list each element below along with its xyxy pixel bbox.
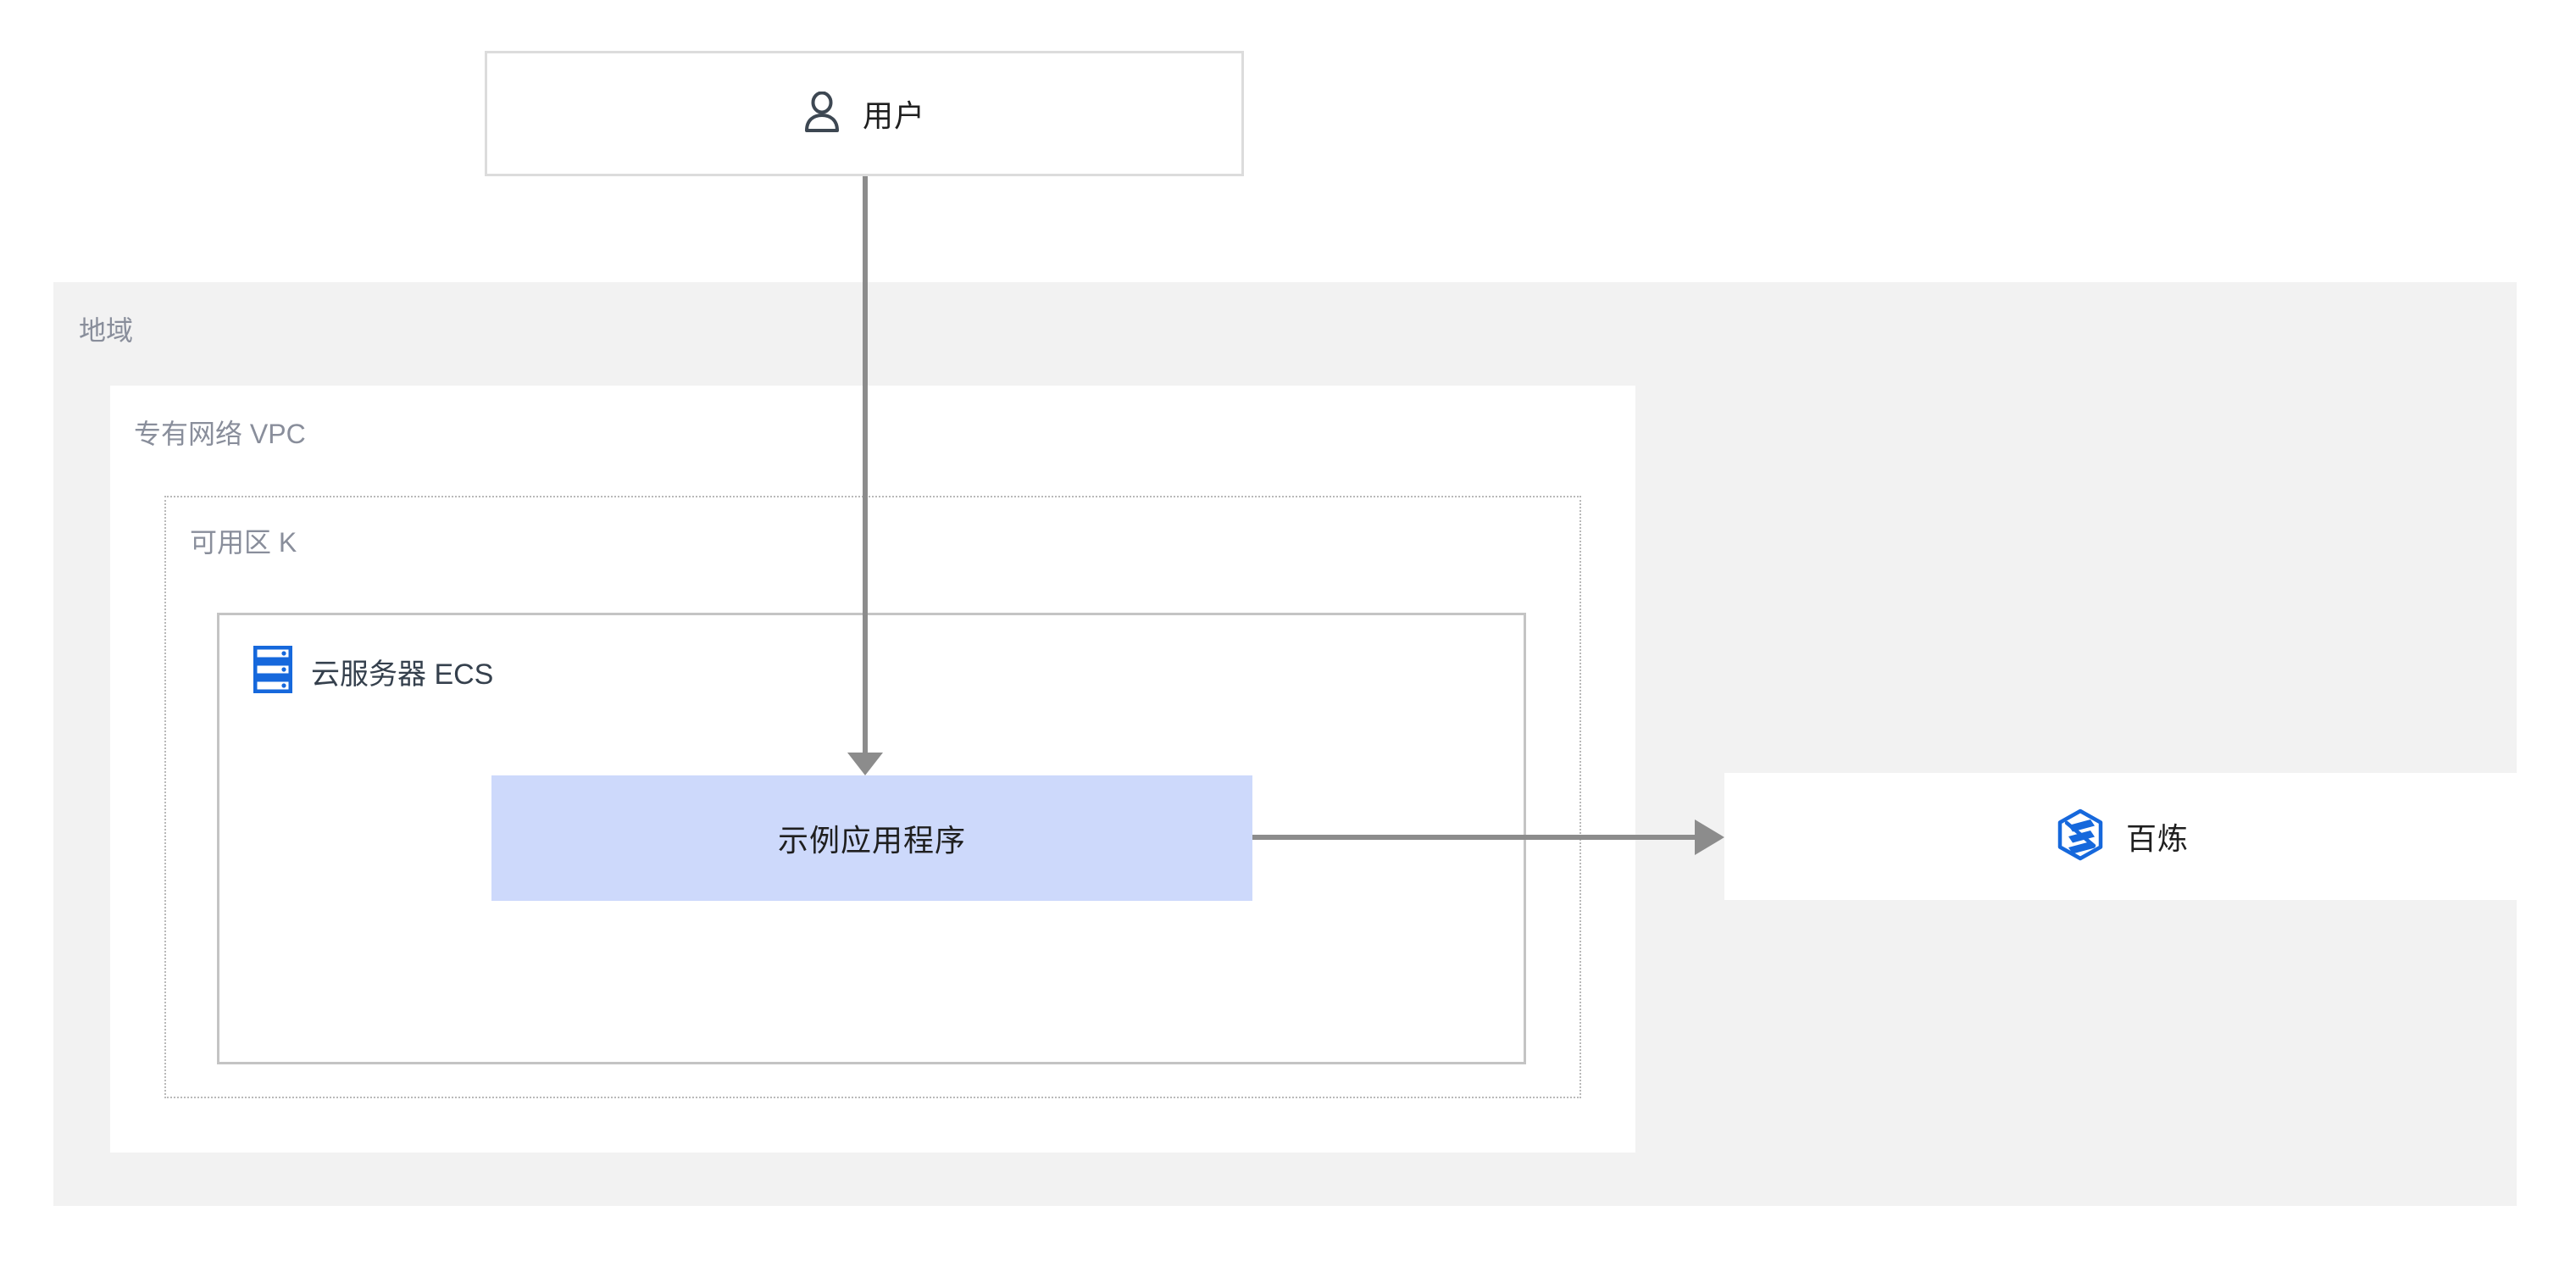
bailian-hexagon-icon bbox=[2057, 808, 2104, 865]
user-box: 用户 bbox=[485, 51, 1244, 176]
user-icon bbox=[803, 91, 841, 136]
availability-zone-label: 可用区 K bbox=[190, 527, 297, 558]
bailian-box: 百炼 bbox=[1724, 773, 2521, 900]
ecs-label: 云服务器 ECS bbox=[311, 658, 494, 691]
application-label: 示例应用程序 bbox=[777, 823, 966, 858]
region-label: 地域 bbox=[79, 315, 134, 346]
bailian-label: 百炼 bbox=[2125, 821, 2189, 856]
user-label: 用户 bbox=[862, 98, 925, 133]
application-box: 示例应用程序 bbox=[491, 775, 1252, 901]
ecs-header: 云服务器 ECS bbox=[253, 645, 494, 697]
availability-zone-panel: 可用区 K bbox=[164, 496, 1581, 1098]
server-icon bbox=[253, 645, 293, 697]
vpc-label: 专有网络 VPC bbox=[134, 419, 306, 449]
